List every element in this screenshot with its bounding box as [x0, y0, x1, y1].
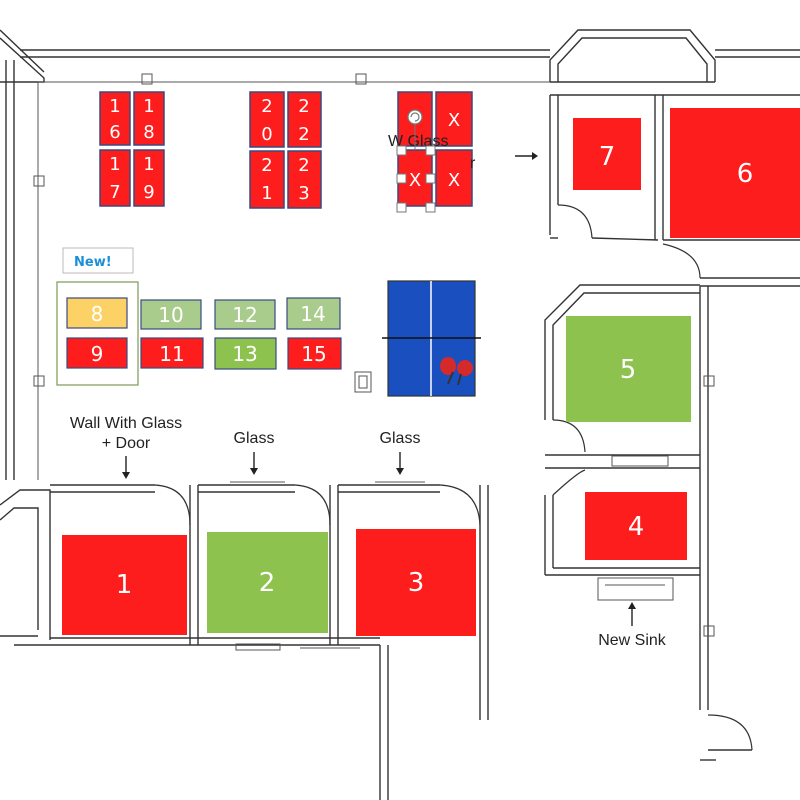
room-7[interactable]: 7 [573, 118, 641, 190]
room-2[interactable]: 2 [207, 532, 328, 633]
seat-x-2[interactable]: X [435, 91, 473, 147]
svg-text:2: 2 [261, 96, 272, 117]
svg-text:14: 14 [300, 302, 325, 326]
new-tag: New! [74, 255, 112, 270]
svg-text:7: 7 [599, 142, 616, 172]
room-3[interactable]: 3 [356, 529, 476, 636]
svg-text:X: X [409, 170, 421, 191]
svg-text:12: 12 [232, 303, 257, 327]
note-glass-a: Glass [234, 430, 275, 447]
note-new-sink: New Sink [598, 632, 667, 649]
seat-19[interactable]: 1 9 [133, 149, 165, 207]
svg-text:1: 1 [109, 154, 120, 175]
svg-text:2: 2 [298, 124, 309, 145]
seat-20[interactable]: 2 0 [249, 91, 285, 148]
svg-text:2: 2 [298, 96, 309, 117]
desk-11[interactable]: 11 [140, 337, 204, 369]
svg-text:0: 0 [261, 124, 272, 145]
note-glass-b: Glass [380, 430, 421, 447]
svg-text:2: 2 [298, 155, 309, 176]
svg-text:2: 2 [259, 568, 276, 598]
walls [0, 29, 800, 800]
svg-text:1: 1 [261, 183, 272, 204]
rooms: 1 2 3 4 5 6 7 [62, 108, 800, 636]
ping-pong-table [382, 280, 481, 397]
svg-text:3: 3 [408, 568, 425, 598]
desk-15[interactable]: 15 [287, 337, 342, 370]
svg-text:15: 15 [301, 342, 326, 366]
desk-14[interactable]: 14 [286, 297, 341, 330]
svg-text:9: 9 [91, 342, 104, 366]
note-wall-glass-door-1: Wall With Glass [70, 415, 182, 432]
room-5[interactable]: 5 [566, 316, 691, 422]
seat-17[interactable]: 1 7 [99, 149, 131, 207]
svg-text:11: 11 [159, 342, 184, 366]
svg-text:1: 1 [109, 96, 120, 117]
svg-text:8: 8 [91, 302, 104, 326]
svg-text:5: 5 [620, 355, 637, 385]
annotations: Wall With Glass + Door Glass Glass New S… [70, 415, 667, 649]
hidden-partial-note-2: r [470, 155, 476, 172]
arrow-down-icon [250, 468, 258, 475]
room-4[interactable]: 4 [585, 492, 687, 560]
svg-text:2: 2 [261, 155, 272, 176]
arrow-up-icon [628, 602, 636, 609]
desks-row: 8 10 12 14 9 11 13 15 [66, 297, 342, 370]
svg-text:6: 6 [737, 159, 754, 189]
svg-text:X: X [448, 110, 460, 131]
svg-text:7: 7 [109, 182, 120, 203]
desk-13[interactable]: 13 [214, 337, 277, 370]
room-6[interactable]: 6 [670, 108, 800, 238]
svg-text:3: 3 [298, 183, 309, 204]
desk-12[interactable]: 12 [214, 299, 276, 330]
svg-text:1: 1 [116, 570, 133, 600]
svg-text:X: X [448, 170, 460, 191]
svg-text:13: 13 [232, 342, 257, 366]
room-1[interactable]: 1 [62, 535, 187, 635]
desk-8[interactable]: 8 [66, 297, 128, 329]
svg-text:8: 8 [143, 122, 154, 143]
seat-16[interactable]: 1 6 [99, 91, 131, 146]
top-seating: 1 6 1 8 1 7 1 9 2 0 2 2 [99, 91, 538, 213]
desk-10[interactable]: 10 [140, 299, 202, 330]
seat-x-4[interactable]: X [435, 149, 473, 207]
svg-text:9: 9 [143, 182, 154, 203]
rotate-handle-icon[interactable] [407, 109, 423, 125]
new-desks-area: New! [56, 247, 139, 386]
svg-text:4: 4 [628, 512, 645, 542]
paddle-icon [440, 357, 473, 386]
seat-21[interactable]: 2 1 [249, 150, 285, 209]
seat-22[interactable]: 2 2 [287, 91, 322, 148]
desk-9[interactable]: 9 [66, 337, 128, 369]
seat-18[interactable]: 1 8 [133, 91, 165, 146]
svg-text:1: 1 [143, 96, 154, 117]
seat-23[interactable]: 2 3 [287, 150, 322, 209]
selection-handles[interactable] [396, 109, 436, 213]
svg-text:6: 6 [109, 122, 120, 143]
note-wall-glass-door-2: + Door [102, 435, 151, 452]
svg-text:10: 10 [158, 303, 183, 327]
svg-text:1: 1 [143, 154, 154, 175]
arrow-down-icon [396, 468, 404, 475]
arrow-down-icon [122, 472, 130, 479]
